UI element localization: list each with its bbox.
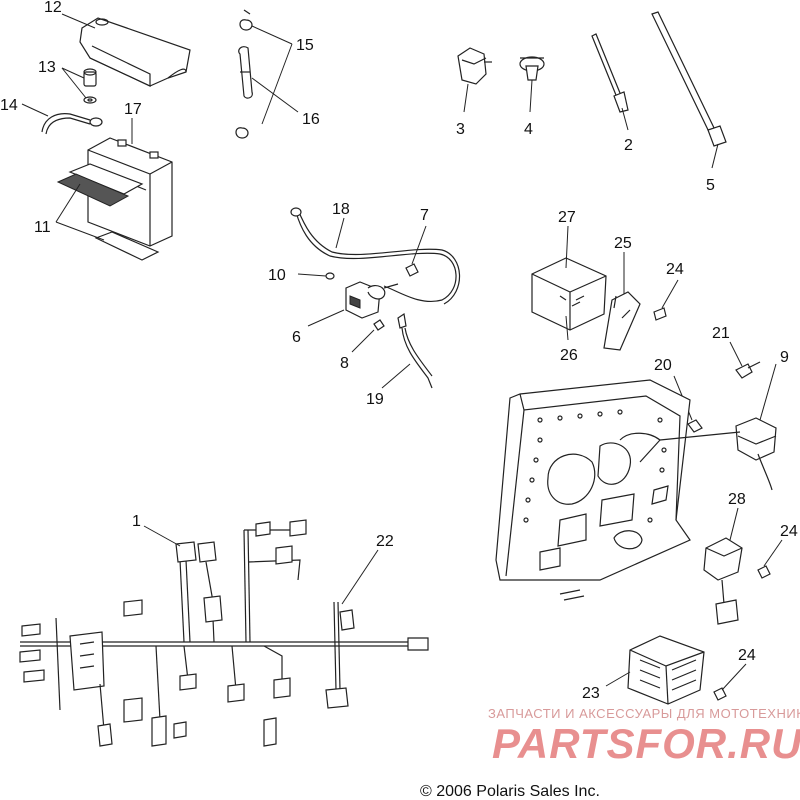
callout-3: 3 <box>456 121 465 138</box>
part-1-wiring-harness <box>19 519 429 747</box>
part-9-regulator <box>735 417 777 491</box>
part-4-flasher <box>519 56 545 81</box>
part-12-battery-cover <box>79 17 191 87</box>
callout-26: 26 <box>560 347 578 364</box>
callout-19: 19 <box>366 391 384 408</box>
copyright-text: © 2006 Polaris Sales Inc. <box>420 783 600 800</box>
part-6-starter-solenoid <box>345 281 399 319</box>
part-5-cable-tie <box>651 11 727 147</box>
watermark-logo: PARTSFOR.RU <box>492 720 800 767</box>
callout-18: 18 <box>332 201 350 218</box>
callout-12: 12 <box>44 0 62 16</box>
part-11-battery-pads <box>56 163 160 261</box>
part-13-nut-washer <box>83 68 97 104</box>
part-15-clip <box>235 9 253 139</box>
callout-20: 20 <box>654 357 672 374</box>
callout-7: 7 <box>420 207 429 224</box>
part-27-cdi-module <box>531 257 607 331</box>
callout-9: 9 <box>780 349 789 366</box>
part-7-nut <box>405 263 419 277</box>
callout-numbers: 12 13 14 17 11 15 16 3 4 2 5 18 7 10 6 8… <box>0 0 798 702</box>
part-24-screw-mid <box>757 565 771 579</box>
callout-21: 21 <box>712 325 730 342</box>
watermark: ЗАПЧАСТИ И АКСЕССУАРЫ ДЛЯ МОТОТЕХНИКИ PA… <box>488 706 800 767</box>
part-14-battery-cable <box>41 113 103 135</box>
callout-24-mid: 24 <box>780 523 798 540</box>
callout-4: 4 <box>524 121 533 138</box>
callout-5: 5 <box>706 177 715 194</box>
part-24-screw-lower <box>713 687 727 701</box>
callout-14: 14 <box>0 97 18 114</box>
part-18-ground-wire <box>290 207 461 305</box>
callout-11: 11 <box>34 219 51 236</box>
part-19-cable <box>397 312 433 389</box>
callout-8: 8 <box>340 355 349 372</box>
part-16-strap <box>238 46 253 99</box>
callout-6: 6 <box>292 329 301 346</box>
part-10-screw <box>325 272 335 280</box>
callout-1: 1 <box>132 513 141 530</box>
callout-22: 22 <box>376 533 394 550</box>
watermark-tagline: ЗАПЧАСТИ И АКСЕССУАРЫ ДЛЯ МОТОТЕХНИКИ <box>488 706 800 721</box>
callout-13: 13 <box>38 59 56 76</box>
callout-15: 15 <box>296 37 314 54</box>
callout-24-lower: 24 <box>738 647 756 664</box>
callout-27: 27 <box>558 209 576 226</box>
electrical-mounting-panel <box>495 379 741 601</box>
callout-28: 28 <box>728 491 746 508</box>
callout-10: 10 <box>268 267 286 284</box>
callout-17: 17 <box>124 101 142 118</box>
part-20-nut <box>687 419 703 433</box>
callout-2: 2 <box>624 137 633 154</box>
callout-23: 23 <box>582 685 600 702</box>
part-25-bracket <box>603 291 641 351</box>
callout-16: 16 <box>302 111 320 128</box>
part-24-screw-upper <box>653 307 667 321</box>
part-23-rectifier <box>627 635 705 705</box>
callout-25: 25 <box>614 235 632 252</box>
part-3-relay <box>457 47 492 85</box>
callout-24-upper: 24 <box>666 261 684 278</box>
part-8-nut <box>373 319 385 331</box>
part-2-cable-tie <box>591 33 629 113</box>
part-28-ignition-coil <box>703 537 743 625</box>
part-17-battery <box>87 137 173 247</box>
part-21-bolt <box>735 361 761 379</box>
